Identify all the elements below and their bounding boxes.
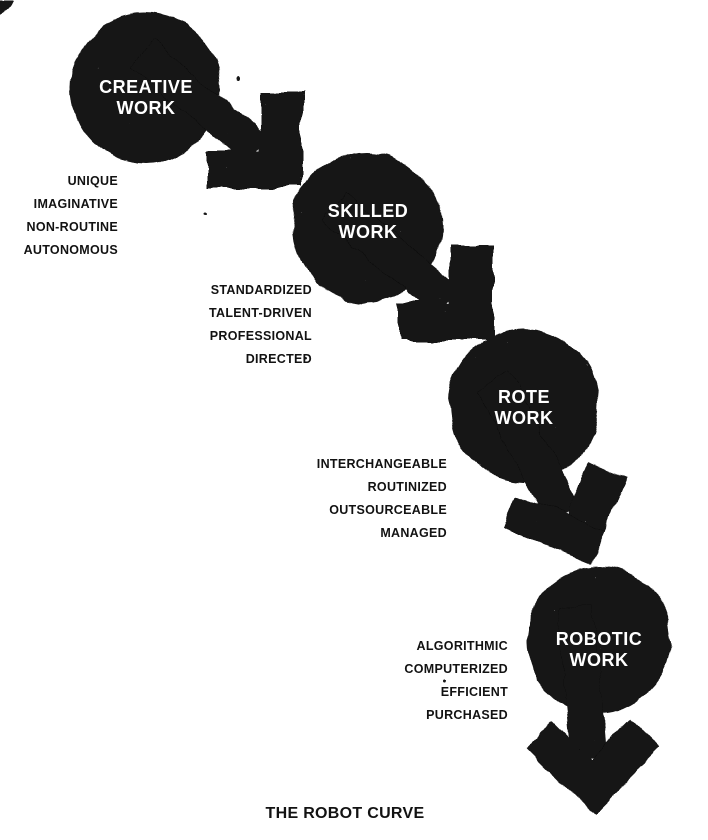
- trait-label: INTERCHANGEABLE: [316, 457, 447, 471]
- trait-label: MANAGED: [380, 526, 447, 540]
- robotic-work-circle: [526, 567, 672, 713]
- trait-label: AUTONOMOUS: [23, 243, 118, 257]
- trait-list-creative-work: UNIQUE IMAGINATIVE NON-ROUTINE AUTONOMOU…: [24, 170, 118, 262]
- ink-speck: [306, 355, 310, 359]
- creative-work-circle: [70, 13, 220, 163]
- trait-label: ALGORITHMIC: [416, 639, 508, 653]
- trait-label: ROUTINIZED: [367, 480, 447, 494]
- trait-label: EFFICIENT: [440, 685, 508, 699]
- trait-list-robotic-work: ALGORITHMIC COMPUTERIZED EFFICIENT PURCH…: [404, 635, 508, 727]
- trait-label: IMAGINATIVE: [33, 197, 118, 211]
- corner-ink-blot: [0, 0, 16, 15]
- trait-label: PROFESSIONAL: [209, 329, 312, 343]
- trait-label: DIRECTED: [245, 352, 312, 366]
- trait-label: COMPUTERIZED: [404, 662, 508, 676]
- trait-label: NON-ROUTINE: [26, 220, 118, 234]
- trait-label: PURCHASED: [426, 708, 508, 722]
- diagram-title: THE ROBOT CURVE: [265, 805, 425, 822]
- trait-label: STANDARDIZED: [210, 283, 312, 297]
- trait-label: OUTSOURCEABLE: [329, 503, 447, 517]
- trait-list-rote-work: INTERCHANGEABLE ROUTINIZED OUTSOURCEABLE…: [317, 453, 447, 545]
- ink-speck: [235, 75, 239, 79]
- ink-speck: [440, 679, 444, 683]
- trait-list-skilled-work: STANDARDIZED TALENT-DRIVEN PROFESSIONAL …: [209, 279, 312, 371]
- trait-label: TALENT-DRIVEN: [209, 306, 312, 320]
- ink-speck: [202, 213, 206, 217]
- trait-label: UNIQUE: [67, 174, 118, 188]
